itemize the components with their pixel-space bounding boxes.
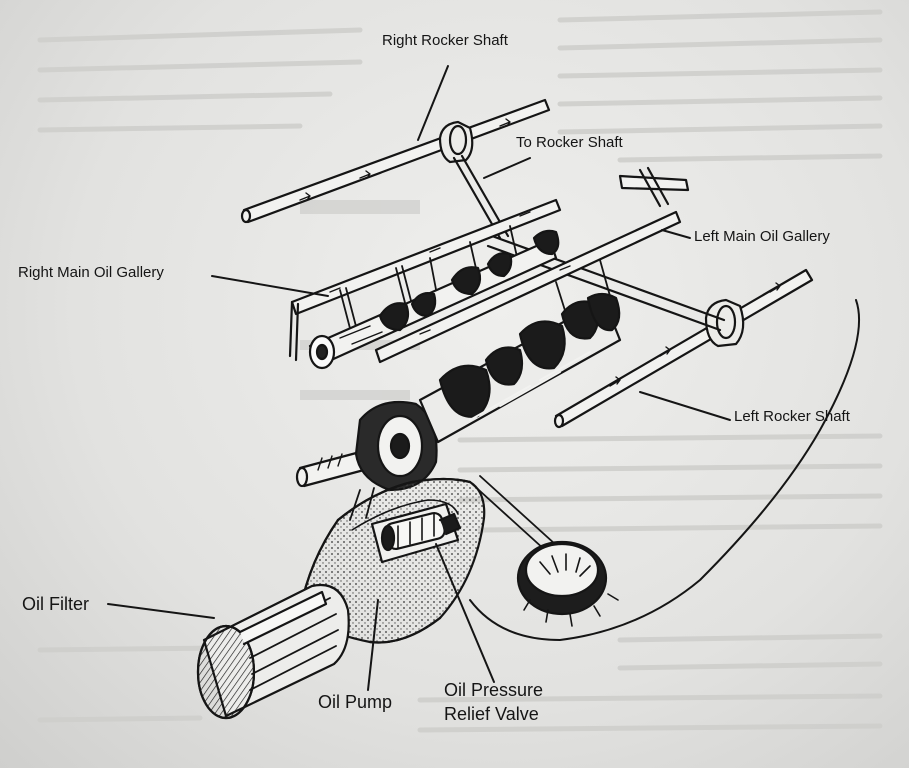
label-oil-pump: Oil Pump	[318, 692, 393, 712]
leader-lines	[107, 65, 731, 691]
label-right-rocker-shaft: Right Rocker Shaft	[382, 32, 508, 49]
right-main-oil-gallery	[288, 198, 562, 362]
label-to-rocker-shaft: To Rocker Shaft	[516, 134, 623, 151]
pump-to-crank-passage	[349, 475, 567, 561]
label-oil-pressure-relief-valve-line2: Relief Valve	[444, 704, 539, 724]
label-oil-filter: Oil Filter	[22, 594, 89, 614]
label-left-main-oil-gallery: Left Main Oil Gallery	[694, 228, 830, 245]
sump-outline	[469, 299, 860, 641]
label-oil-pressure-relief-valve-line1: Oil Pressure	[444, 680, 544, 700]
oil-pickup-screen	[516, 540, 619, 627]
oil-filter	[196, 583, 350, 720]
left-main-oil-gallery	[374, 210, 682, 364]
label-right-main-oil-gallery: Right Main Oil Gallery	[18, 264, 164, 281]
crankshaft	[295, 292, 622, 492]
right-rocker-shaft	[240, 98, 551, 224]
label-left-rocker-shaft: Left Rocker Shaft	[734, 408, 850, 425]
camshaft	[308, 229, 560, 370]
